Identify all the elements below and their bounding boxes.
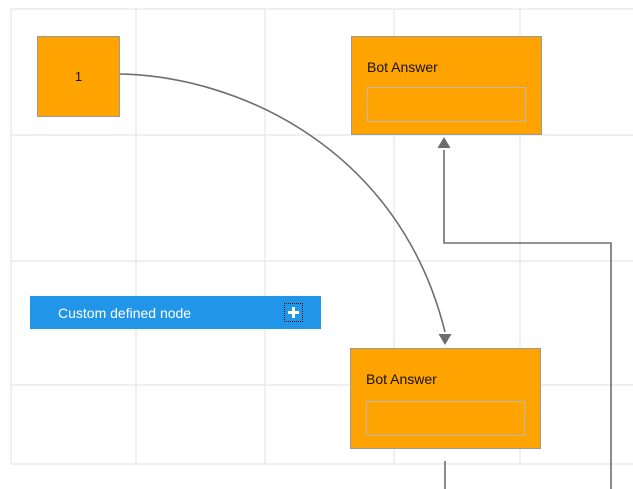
bot-answer-node-top-slot[interactable]	[367, 87, 526, 122]
custom-defined-node-bar[interactable]: Custom defined node	[30, 296, 321, 329]
plus-icon-vertical-bar	[292, 307, 295, 318]
plus-icon[interactable]	[284, 303, 303, 322]
bot-answer-node-bottom[interactable]: Bot Answer	[350, 348, 541, 449]
custom-defined-node-label: Custom defined node	[58, 304, 192, 321]
bot-answer-node-bottom-title: Bot Answer	[366, 371, 437, 387]
bot-answer-node-top[interactable]: Bot Answer	[351, 36, 542, 135]
bot-answer-node-bottom-slot[interactable]	[366, 401, 525, 436]
start-node[interactable]: 1	[37, 36, 120, 117]
bot-answer-node-top-title: Bot Answer	[367, 59, 438, 75]
start-node-label: 1	[74, 69, 83, 84]
